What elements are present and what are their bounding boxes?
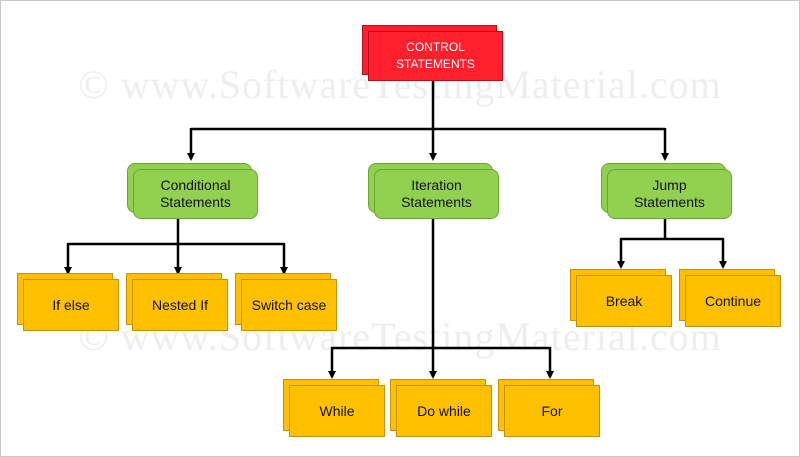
leaf-do-while: Do while bbox=[390, 379, 494, 439]
leaf-do-while-label: Do while bbox=[396, 385, 492, 437]
leaf-for: For bbox=[498, 379, 602, 439]
root-node-label: CONTROL STATEMENTS bbox=[368, 31, 503, 81]
category-iteration-label: Iteration Statements bbox=[374, 169, 499, 219]
category-iteration: Iteration Statements bbox=[368, 163, 501, 221]
leaf-while-label: While bbox=[289, 385, 385, 437]
category-conditional-label: Conditional Statements bbox=[133, 169, 258, 219]
category-jump-label: Jump Statements bbox=[607, 169, 732, 219]
category-conditional: Conditional Statements bbox=[127, 163, 260, 221]
leaf-continue-label: Continue bbox=[685, 275, 781, 327]
category-jump: Jump Statements bbox=[601, 163, 734, 221]
leaf-for-label: For bbox=[504, 385, 600, 437]
leaf-if-else-label: If else bbox=[23, 279, 119, 331]
leaf-switch-case: Switch case bbox=[235, 273, 339, 333]
leaf-nested-if-label: Nested If bbox=[132, 279, 228, 331]
leaf-while: While bbox=[283, 379, 387, 439]
leaf-break-label: Break bbox=[576, 275, 672, 327]
root-node: CONTROL STATEMENTS bbox=[362, 25, 505, 83]
leaf-break: Break bbox=[570, 269, 674, 329]
leaf-if-else: If else bbox=[17, 273, 121, 333]
leaf-continue: Continue bbox=[679, 269, 783, 329]
leaf-nested-if: Nested If bbox=[126, 273, 230, 333]
leaf-switch-case-label: Switch case bbox=[241, 279, 337, 331]
